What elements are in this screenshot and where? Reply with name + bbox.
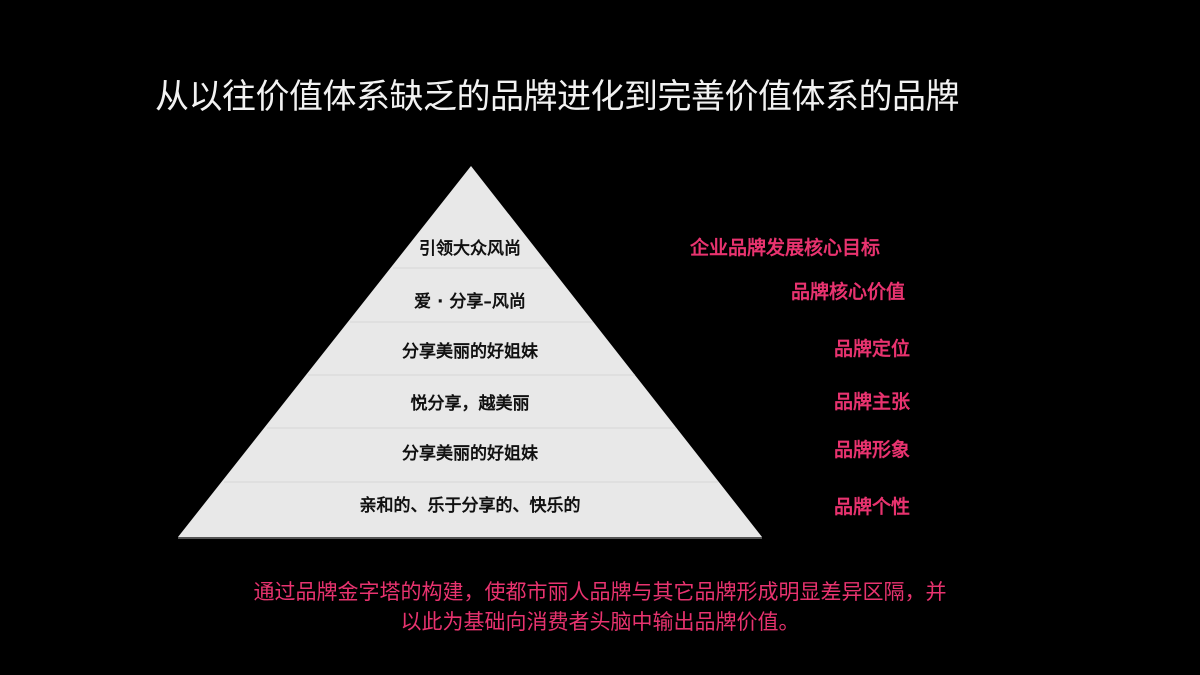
category-label-core-value: 品牌核心价值: [791, 281, 906, 303]
pyramid-layer-1-label: 引领大众风尚: [419, 239, 521, 259]
category-label-proposition: 品牌主张: [834, 391, 911, 413]
pyramid-layer-6-label: 亲和的、乐于分享的、快乐的: [359, 496, 581, 516]
pyramid-layer-5-label: 分享美丽的好姐妹: [402, 444, 538, 464]
pyramid-layer-4-label: 悦分享，越美丽: [410, 394, 530, 414]
category-label-core-goal: 企业品牌发展核心目标: [690, 237, 881, 259]
category-label-personality: 品牌个性: [834, 496, 911, 518]
pyramid-layer-2-label: 爱 · 分享–风尚: [414, 292, 526, 312]
category-label-positioning: 品牌定位: [834, 338, 911, 360]
category-label-image: 品牌形象: [834, 439, 911, 461]
footer-summary-line-1: 通过品牌金字塔的构建，使都市丽人品牌与其它品牌形成明显差异区隔，并: [253, 580, 947, 604]
pyramid-layer-3-label: 分享美丽的好姐妹: [402, 342, 538, 362]
pyramid-shape: [178, 166, 762, 537]
slide-title: 从以往价值体系缺乏的品牌进化到完善价值体系的品牌: [155, 77, 960, 117]
footer-summary-line-2: 以此为基础向消费者头脑中输出品牌价值。: [400, 610, 800, 634]
